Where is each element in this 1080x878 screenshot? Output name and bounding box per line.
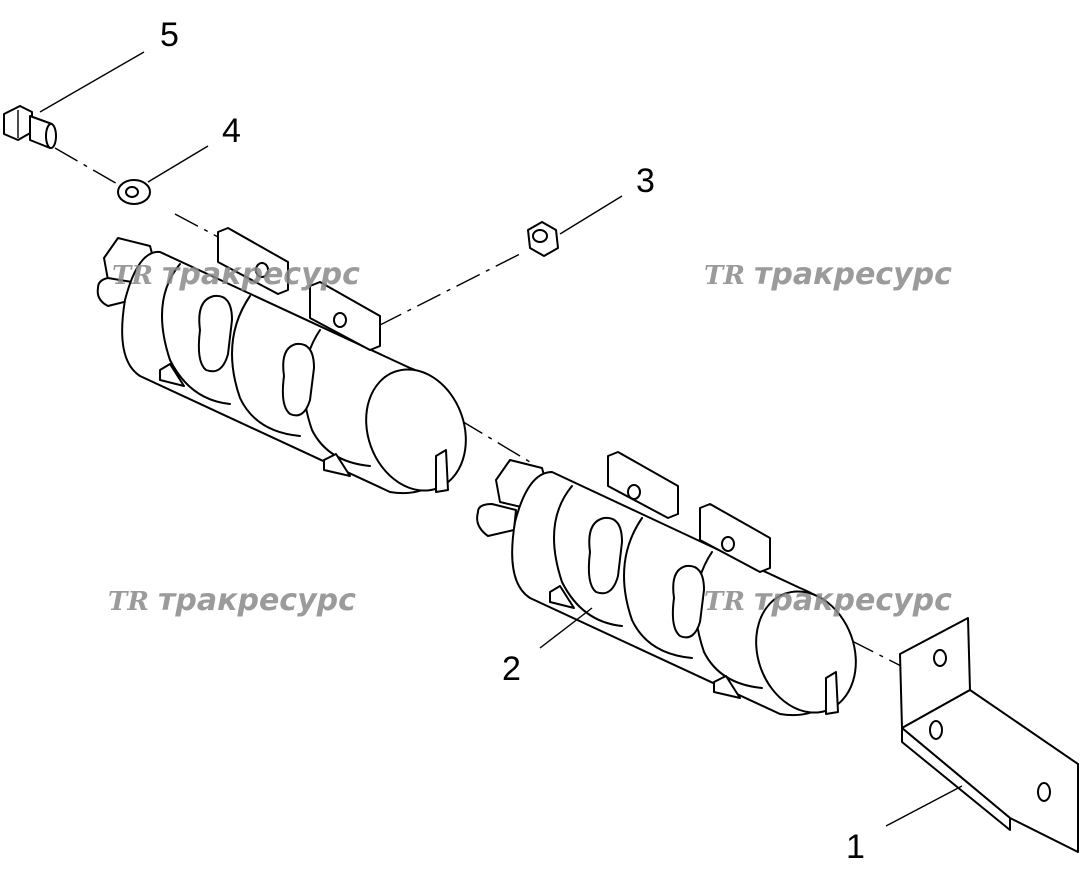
watermark-logo: TR — [704, 261, 745, 291]
watermark-logo: TR — [704, 587, 745, 617]
watermark-text: тракресурс — [158, 583, 356, 618]
callout-4: 4 — [222, 112, 241, 150]
callout-1: 1 — [846, 828, 865, 866]
bolt-part-5 — [3, 105, 57, 149]
leader-lines — [39, 51, 963, 827]
callout-3: 3 — [636, 162, 655, 200]
receiver-lower-part-2 — [476, 451, 857, 717]
watermark-bottom-left: TR тракресурс — [108, 583, 356, 618]
watermark-bottom-right: TR тракресурс — [704, 583, 952, 618]
callout-2: 2 — [502, 650, 521, 688]
watermark-top-right: TR тракресурс — [704, 257, 952, 292]
receiver-upper-part-2 — [96, 227, 467, 495]
watermark-top-left: TR тракресурс — [112, 257, 360, 292]
watermark-logo: TR — [112, 261, 153, 291]
watermark-logo: TR — [108, 587, 149, 617]
callouts: 5 4 3 2 1 — [160, 16, 865, 866]
washer-part-4 — [117, 179, 151, 205]
nut-part-3 — [527, 221, 559, 257]
watermark-text: тракресурс — [754, 257, 952, 292]
watermark-text: тракресурс — [754, 583, 952, 618]
callout-5: 5 — [160, 16, 179, 54]
center-lines — [54, 147, 906, 669]
bracket-part-1 — [899, 617, 1079, 853]
watermark-text: тракресурс — [162, 257, 360, 292]
